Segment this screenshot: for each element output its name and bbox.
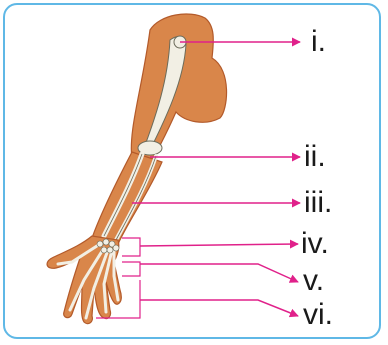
pointer-line-vi [140, 300, 298, 316]
label-iv: iv. [301, 229, 329, 259]
hand [47, 236, 121, 324]
label-iii: iii. [304, 188, 332, 218]
label-vi: vi. [303, 300, 333, 330]
pointer-line-iv [140, 244, 298, 246]
pointer-line-v [140, 264, 298, 282]
label-v: v. [303, 266, 324, 296]
label-i: i. [311, 27, 326, 57]
label-ii: ii. [304, 142, 326, 172]
